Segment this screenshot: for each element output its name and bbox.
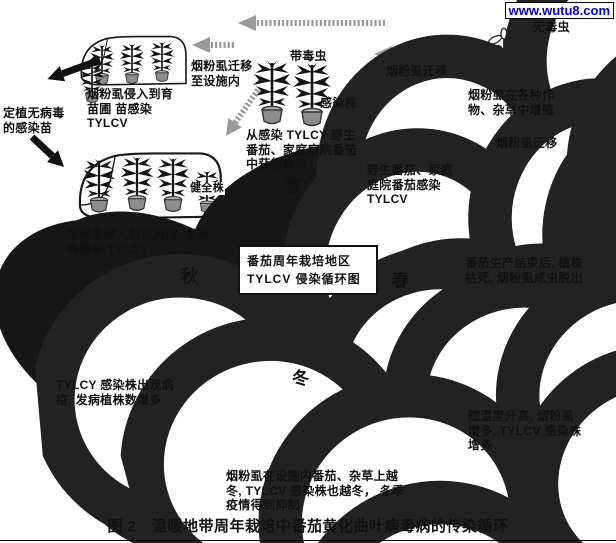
cycle-title-box: 番茄周年栽培地区 TYLCV 侵染循环图 [238, 245, 378, 295]
label-whitefly-migration-up: 烟粉虱迁移 [496, 136, 558, 150]
label-acquire-virus: 从感染 TYLCY 野生 番茄、家庭庭院番茄 中获得病毒 [246, 128, 357, 172]
label-disease-increase: TYLCY 感染株出现病 疫, 发病植株数增多 [56, 378, 175, 407]
label-migrate-into-facility: 烟粉虱迁移 至设施内 [191, 59, 253, 88]
label-temperature-rise: 随温度升高, 烟粉虱 增多, TYLCV 感染株 增多 [468, 409, 582, 453]
label-production-end: 番茄生产结束后, 植株 枯死, 烟粉虱成虫脱出 [465, 256, 583, 285]
watermark-badge: www.wutu8.com [504, 2, 614, 19]
bottom-divider [0, 540, 616, 541]
label-healthy-plant: 健全株 [189, 182, 225, 196]
label-whitefly-migration-top: 烟粉虱迁移 [386, 64, 448, 78]
figure-caption: 图 2 温暖地带周年栽培中番茄黄化曲叶病毒病的传染循环 [107, 518, 509, 535]
label-multiply-in-crops: 烟粉虱在各种作 物、杂草中增殖 [468, 88, 555, 117]
label-overwinter: 烟粉虱在设施内番茄、杂草上越 冬, TYLCV 感染株也越冬， 冬季 疫情得到抑… [226, 469, 405, 513]
season-winter: 冬 [292, 369, 309, 388]
arrow-migration-into-nursery [192, 37, 234, 53]
arrow-nursery-to-transplant [47, 56, 102, 82]
arrow-migration-diag-left [225, 88, 261, 136]
label-virus-free-insect: 无毒虫 [533, 20, 570, 34]
season-spring: 春 [392, 271, 409, 290]
infected-source-plants [251, 59, 333, 127]
label-infected-plant: 感染株 [320, 96, 357, 110]
label-wild-tomato-infected: 野生番茄、家庭 庭院番茄感染 TYLCV [367, 163, 454, 207]
arrow-migration-top-long [238, 15, 385, 31]
season-autumn: 秋 [181, 267, 198, 286]
label-invade-facility: 烟粉虱侵入到设施内, 定植 株感染 TYLCY [67, 227, 210, 256]
arrow-transplant-to-autumn-house [29, 134, 65, 168]
label-transplant-seedling: 定植无病毒 的感染苗 [3, 106, 65, 135]
label-virus-carrier-insect: 带毒虫 [290, 49, 327, 63]
label-nursery-infection: 烟粉虱侵入到育 苗圃 苗感染 TYLCV [87, 87, 174, 131]
season-summer: 夏 [285, 177, 302, 196]
